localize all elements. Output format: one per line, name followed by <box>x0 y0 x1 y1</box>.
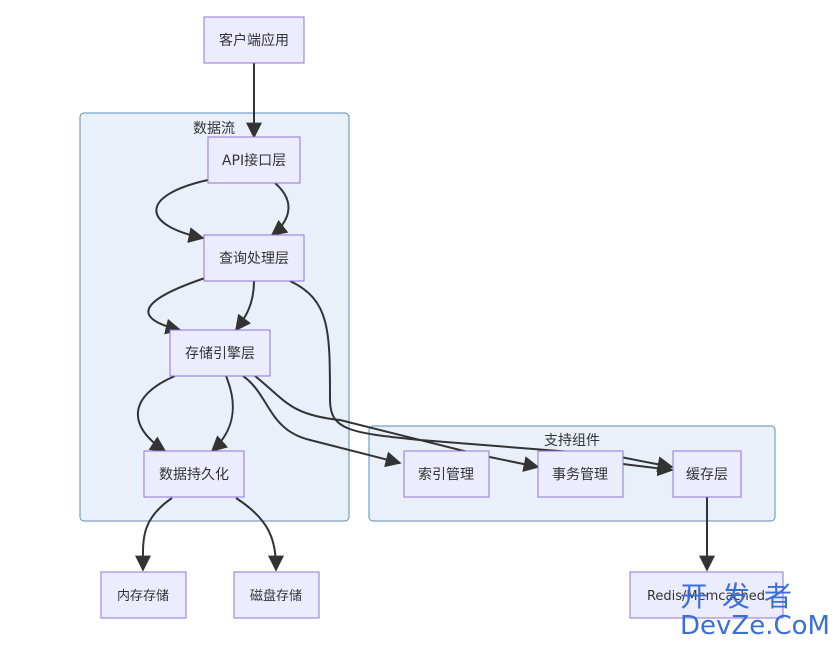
cluster-title-support: 支持组件 <box>544 433 600 449</box>
edge-persist-disk <box>235 497 284 572</box>
edge-query-cache <box>289 280 674 473</box>
node-label-disk: 磁盘存储 <box>250 588 302 604</box>
node-index[interactable]: 索引管理 <box>403 450 490 498</box>
node-storage[interactable]: 存储引擎层 <box>169 329 271 377</box>
node-api[interactable]: API接口层 <box>207 136 301 184</box>
node-disk[interactable]: 磁盘存储 <box>233 571 320 619</box>
node-redis[interactable]: Redis/Memcached <box>629 571 784 619</box>
node-label-redis: Redis/Memcached <box>647 589 765 604</box>
edge-txn-cache <box>622 460 674 477</box>
edge-query-storage-right <box>235 280 255 332</box>
node-label-query: 查询处理层 <box>219 251 289 267</box>
node-label-cache: 缓存层 <box>686 467 728 483</box>
watermark-en: DevZe.CoM <box>680 611 830 641</box>
node-label-persist: 数据持久化 <box>159 467 229 483</box>
node-label-api: API接口层 <box>222 152 286 169</box>
node-label-txn: 事务管理 <box>552 467 608 483</box>
watermark-cn: 开发者 <box>680 580 806 613</box>
edge-storage-persist-right <box>210 375 234 453</box>
edge-persist-memory <box>134 497 173 572</box>
node-cache[interactable]: 缓存层 <box>672 450 742 498</box>
edge-api-query-right <box>270 182 290 236</box>
node-query[interactable]: 查询处理层 <box>203 234 305 282</box>
node-client[interactable]: 客户端应用 <box>203 16 305 64</box>
node-label-storage: 存储引擎层 <box>185 346 255 362</box>
node-label-client: 客户端应用 <box>219 32 289 49</box>
edge-storage-persist-left <box>137 375 176 452</box>
node-persist[interactable]: 数据持久化 <box>143 450 245 498</box>
node-label-memory: 内存存储 <box>117 588 169 604</box>
edge-query-storage-left <box>147 277 206 335</box>
edge-api-query-left <box>155 179 209 243</box>
edge-storage-index <box>242 375 402 468</box>
node-memory[interactable]: 内存存储 <box>100 571 187 619</box>
cluster-data-flow: 数据流 <box>79 112 350 522</box>
node-txn[interactable]: 事务管理 <box>537 450 624 498</box>
cluster-title-data-flow: 数据流 <box>193 121 235 137</box>
node-label-index: 索引管理 <box>418 466 474 483</box>
edge-storage-txn <box>254 375 540 472</box>
edges <box>134 63 715 572</box>
watermark: 开发者 DevZe.CoM <box>680 580 830 641</box>
